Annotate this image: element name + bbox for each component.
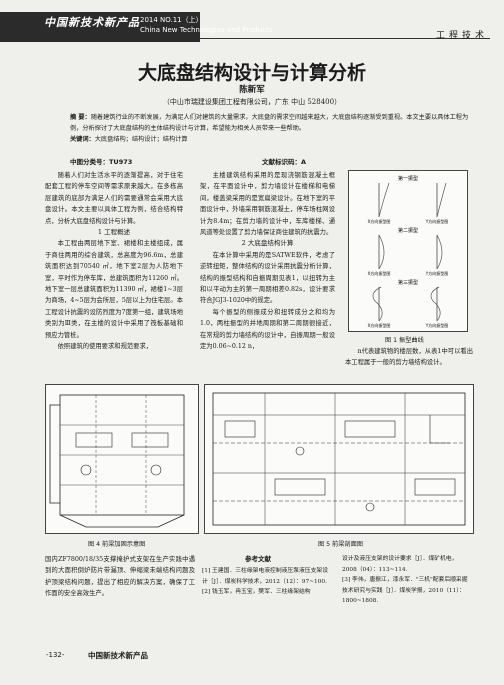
figure-1-mode-shapes: 第一振型 X方向振型图 Y方向振型图 第二振型 X方向振型图 Y方向振型图 第三… <box>348 170 468 332</box>
dir-label-3: X方向振型图 <box>368 270 391 276</box>
reference-item: [1] 王建国．三柱缘架电液控制液压泵液压支架设计［J］．煤炭科学技术，2012… <box>202 568 328 585</box>
col1-paragraph-1: 随着人们对生活水平的逐渐提高，对于住宅配套工程的停车空间等需求原来越大，在多栋高… <box>45 172 183 225</box>
article-author: 陈新军 <box>239 85 265 95</box>
panel-label-2: 第二振型 <box>398 227 418 234</box>
col2-paragraph-3: 每个振型的侧振成分和扭转成分之和均为1.0，两柱振型的并地周期和第二周期很接近，… <box>200 308 335 351</box>
col2-paragraph-1: 主楼建筑结构采用的是现浇钢筋混凝土框架，在平面设计中，剪力墙设计在楼梯和电梯间，… <box>200 172 335 237</box>
references-title: 参考文献 <box>245 555 271 563</box>
figure-5-drawing <box>212 392 466 526</box>
dir-label-4: Y方向振型图 <box>425 270 448 276</box>
dir-label-5: X方向振型图 <box>368 322 391 328</box>
keywords-text: 大底盘结构；结构设计；结构计算 <box>94 136 188 143</box>
figure-4-drawing-frame <box>45 384 199 534</box>
section-label: 工程技术 <box>435 31 488 41</box>
abstract-text: 随着建筑行业的不断发展，为满足人们对建筑的大量需求，大底盘的需求空间越来越大，大… <box>70 114 469 132</box>
bottom-paragraph: 国内ZF7800/18/35支撑掩护式支架在生产实践中遇到的大面积倒炉防片带漏顶… <box>45 556 195 598</box>
column-3: n代表建筑物的楼层数，从表1中可以看出本工程属于一般的剪力墙结构设计。 <box>345 346 473 369</box>
journal-header-band: 中国新技术新产品 2014 NO.11（上） China New Technol… <box>0 12 273 42</box>
dir-label-1: X方向振型图 <box>368 218 391 224</box>
clc-value: TU973 <box>109 158 133 166</box>
column-2: 主楼建筑结构采用的是现浇钢筋混凝土框架，在平面设计中，剪力墙设计在楼梯和电梯间，… <box>200 170 335 353</box>
figure-1-drawing: 第一振型 X方向振型图 Y方向振型图 第二振型 X方向振型图 Y方向振型图 第三… <box>368 175 449 328</box>
journal-name: 中国新技术新产品 <box>44 16 140 29</box>
references-list-right: 设计及液压支架的设计要求［J］．煤矿机电，2008（04）：113~114. [… <box>342 554 472 607</box>
doc-code-value: A <box>301 158 307 166</box>
section-heading-1: 1 工程概述 <box>97 228 131 237</box>
journal-issue: 2014 NO.11（上） <box>140 16 203 24</box>
abstract-block: 摘 要：随着建筑行业的不断发展，为满足人们对建筑的大量需求，大底盘的需求空间越来… <box>70 112 470 145</box>
clc-label: 中图分类号： <box>70 158 109 166</box>
abstract-label: 摘 要： <box>70 114 91 121</box>
doc-code-label: 文献标识码： <box>262 158 301 166</box>
figure-5-drawing-frame <box>204 384 474 534</box>
panel-label-1: 第一振型 <box>398 175 418 182</box>
page-number: -132- <box>46 651 65 659</box>
reference-item: [3] 李伟，唐振江，漆永军．"三机"配套后顺采掘技术研究与实践［J］．煤炭学报… <box>342 577 468 604</box>
mode-panel-3: 第三振型 X方向振型图 Y方向振型图 <box>368 279 449 328</box>
article-title: 大底盘结构设计与计算分析 <box>137 62 366 84</box>
figure-5-caption: 图 5 前梁剖面图 <box>318 541 363 548</box>
figure-1-caption: 图 1 振型曲线 <box>385 337 424 344</box>
figure-4-drawing <box>49 394 185 528</box>
column-bottom: 国内ZF7800/18/35支撑掩护式支架在生产实践中遇到的大面积倒炉防片带漏顶… <box>45 554 195 600</box>
col1-paragraph-3: 依照建筑的使用要求和规范要求， <box>57 343 153 351</box>
col1-paragraph-2: 本工程由两层地下室、裙楼和主楼组成，属于商住两用的综合建筑，总高度为96.6m，… <box>45 240 183 339</box>
column-1: 随着人们对生活水平的逐渐提高，对于住宅配套工程的停车空间等需求原来越大，在多栋高… <box>45 170 183 353</box>
section-heading-2: 2 大底盘结构计算 <box>241 239 294 248</box>
doc-code-row: 文献标识码：A <box>262 156 306 166</box>
clc-row: 中图分类号：TU973 <box>70 156 132 166</box>
reference-item: 设计及液压支架的设计要求［J］．煤矿机电，2008（04）：113~114. <box>342 556 458 573</box>
footer-journal-name: 中国新技术新产品 <box>88 651 148 660</box>
reference-item: [2] 钱玉军，冉玉宝，樊军．三柱缘架结构 <box>202 589 311 595</box>
mode-panel-2: 第二振型 X方向振型图 Y方向振型图 <box>368 227 449 276</box>
dir-label-2: Y方向振型图 <box>425 218 448 224</box>
references-list-left: [1] 王建国．三柱缘架电液控制液压泵液压支架设计［J］．煤炭科学技术，2012… <box>202 566 332 598</box>
header-rule <box>200 38 490 39</box>
dir-label-6: Y方向振型图 <box>425 322 448 328</box>
keywords-label: 关键词： <box>70 136 95 143</box>
figure-4-caption: 图 4 前梁加固示意图 <box>88 541 146 548</box>
col3-paragraph-1: n代表建筑物的楼层数，从表1中可以看出本工程属于一般的剪力墙结构设计。 <box>345 348 473 367</box>
panel-label-3: 第三振型 <box>398 279 418 286</box>
col2-paragraph-2: 在本计算中采用的是SATWE软件，考虑了逆转扭矩，整体结构的设计采用抗震分析计算… <box>200 251 335 305</box>
mode-panel-1: 第一振型 X方向振型图 Y方向振型图 <box>368 175 449 224</box>
journal-name-en: China New Technologies and Products <box>140 26 273 34</box>
article-affiliation: （中山市瑞建设集团工程有限公司，广东 中山 528400） <box>162 98 342 106</box>
